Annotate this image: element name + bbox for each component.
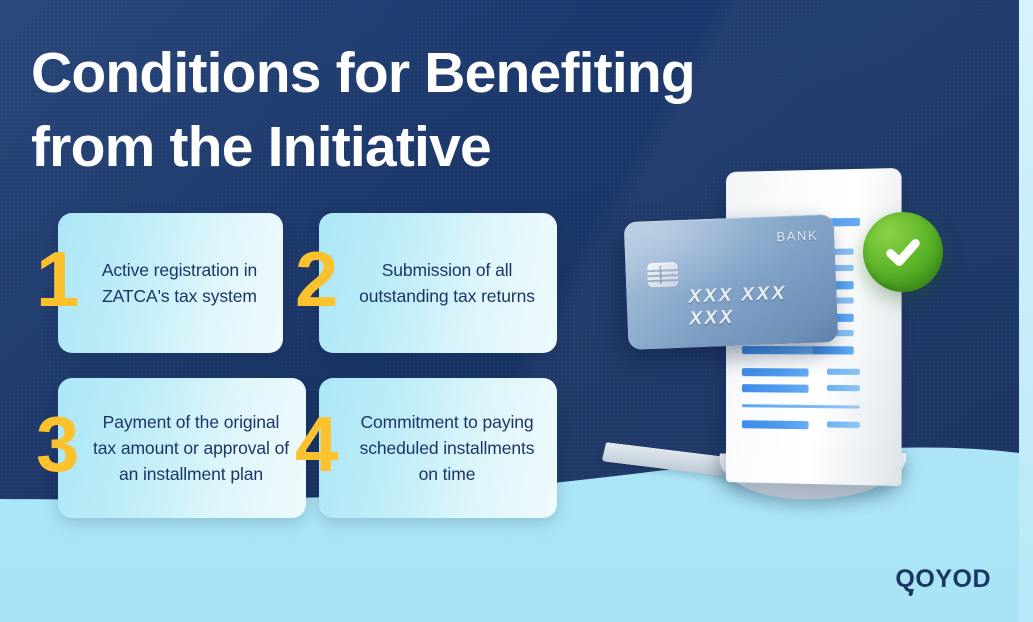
illustration-group: BANK XXX XXX XXX (598, 150, 1033, 530)
condition-card-2-box: Submission of all outstanding tax return… (319, 213, 557, 353)
condition-card-2-text: Submission of all outstanding tax return… (359, 260, 535, 306)
card-bank-label: BANK (776, 227, 819, 245)
page-title: Conditions for Benefiting from the Initi… (31, 36, 831, 184)
condition-card-1-text: Active registration in ZATCA's tax syste… (101, 260, 258, 306)
card-number-label: XXX XXX XXX (688, 282, 788, 330)
condition-card-1-box: Active registration in ZATCA's tax syste… (58, 213, 283, 353)
condition-card-4-box: Commitment to paying scheduled installme… (319, 378, 557, 518)
condition-card-1-number: 1 (36, 235, 79, 323)
green-check-circle-icon (863, 212, 943, 292)
title-line-2: from the Initiative (31, 115, 492, 179)
condition-card-3-number: 3 (36, 400, 79, 488)
logo-letters-rest: OYOD (915, 565, 991, 593)
right-edge-strip (1019, 0, 1033, 622)
card-chip-icon (647, 262, 679, 288)
condition-card-3-box: Payment of the original tax amount or ap… (58, 378, 306, 518)
title-line-1: Conditions for Benefiting (31, 41, 696, 105)
condition-card-2-number: 2 (295, 235, 338, 323)
condition-card-4-number: 4 (295, 400, 338, 488)
condition-card-3-text: Payment of the original tax amount or ap… (93, 412, 289, 484)
credit-card-icon: BANK XXX XXX XXX (623, 214, 839, 350)
condition-card-4-text: Commitment to paying scheduled installme… (359, 412, 535, 484)
logo-letter-q: Q (895, 565, 916, 593)
